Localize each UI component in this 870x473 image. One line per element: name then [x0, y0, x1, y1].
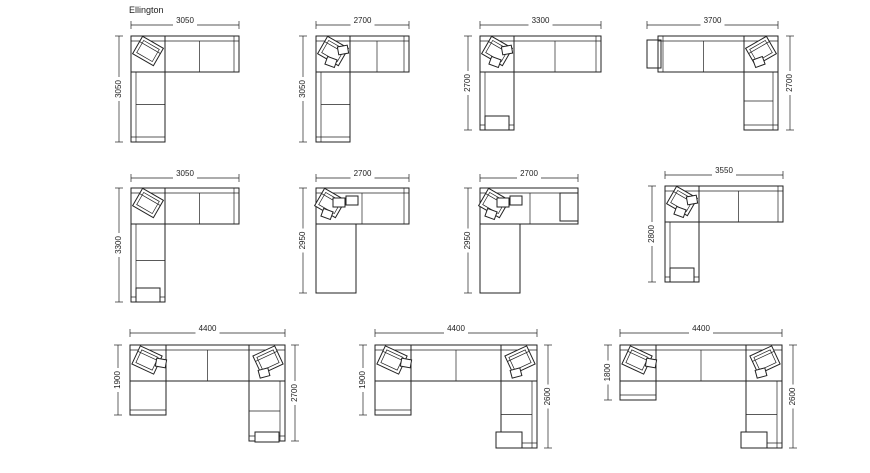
width-dimension-label: 2700	[354, 169, 372, 178]
corner-seat	[744, 35, 778, 67]
sofa-layout: 3300 2700	[463, 16, 602, 131]
height-dimension-label: 2700	[290, 384, 299, 402]
sofa-layout: 2700 2950	[463, 169, 579, 294]
width-dimension-label: 3300	[532, 16, 550, 25]
height-dimension-label: 2600	[788, 387, 797, 405]
sofa-layout: 3550 2800	[647, 166, 784, 283]
corner-seat	[749, 345, 781, 375]
width-dimension-label: 4400	[199, 324, 217, 333]
sofa-layout: 4400 1800 2600	[603, 324, 797, 449]
width-dimension-label: 2700	[354, 16, 372, 25]
width-dimension-label: 3050	[176, 16, 194, 25]
height-dimension-label: 2950	[298, 231, 307, 249]
height-dimension-label: 1800	[603, 363, 612, 381]
height-dimension-label: 2700	[463, 74, 472, 92]
height-dimension-label: 1900	[358, 371, 367, 389]
height-dimension-label: 3050	[114, 80, 123, 98]
sofa-layout: 4400 1900 2700	[113, 324, 299, 443]
width-dimension-label: 3700	[704, 16, 722, 25]
height-dimension-label: 2800	[647, 225, 656, 243]
height-dimension-label: 2700	[785, 74, 794, 92]
width-dimension-label: 3050	[176, 169, 194, 178]
sofa-layout: 2700 3050	[298, 16, 410, 143]
width-dimension-label: 2700	[520, 169, 538, 178]
sofa-layout: 3050 3300	[114, 169, 240, 303]
corner-seat	[131, 187, 165, 219]
corner-seat	[376, 345, 408, 375]
width-dimension-label: 4400	[692, 324, 710, 333]
corner-seat	[131, 35, 165, 67]
height-dimension-label: 1900	[113, 371, 122, 389]
corner-seat	[252, 345, 284, 375]
corner-seat	[621, 345, 653, 375]
height-dimension-label: 2950	[463, 231, 472, 249]
height-dimension-label: 3050	[298, 80, 307, 98]
height-dimension-label: 3300	[114, 236, 123, 254]
sofa-layout: 4400 1900 2600	[358, 324, 552, 449]
sofa-layout: 2700 2950	[298, 169, 410, 294]
width-dimension-label: 4400	[447, 324, 465, 333]
page-title: Ellington	[129, 5, 164, 15]
corner-seat	[504, 345, 536, 375]
sofa-layout: 3050 3050	[114, 16, 240, 143]
height-dimension-label: 2600	[543, 387, 552, 405]
width-dimension-label: 3550	[715, 166, 733, 175]
sofa-layout: 3700 2700	[646, 16, 794, 131]
